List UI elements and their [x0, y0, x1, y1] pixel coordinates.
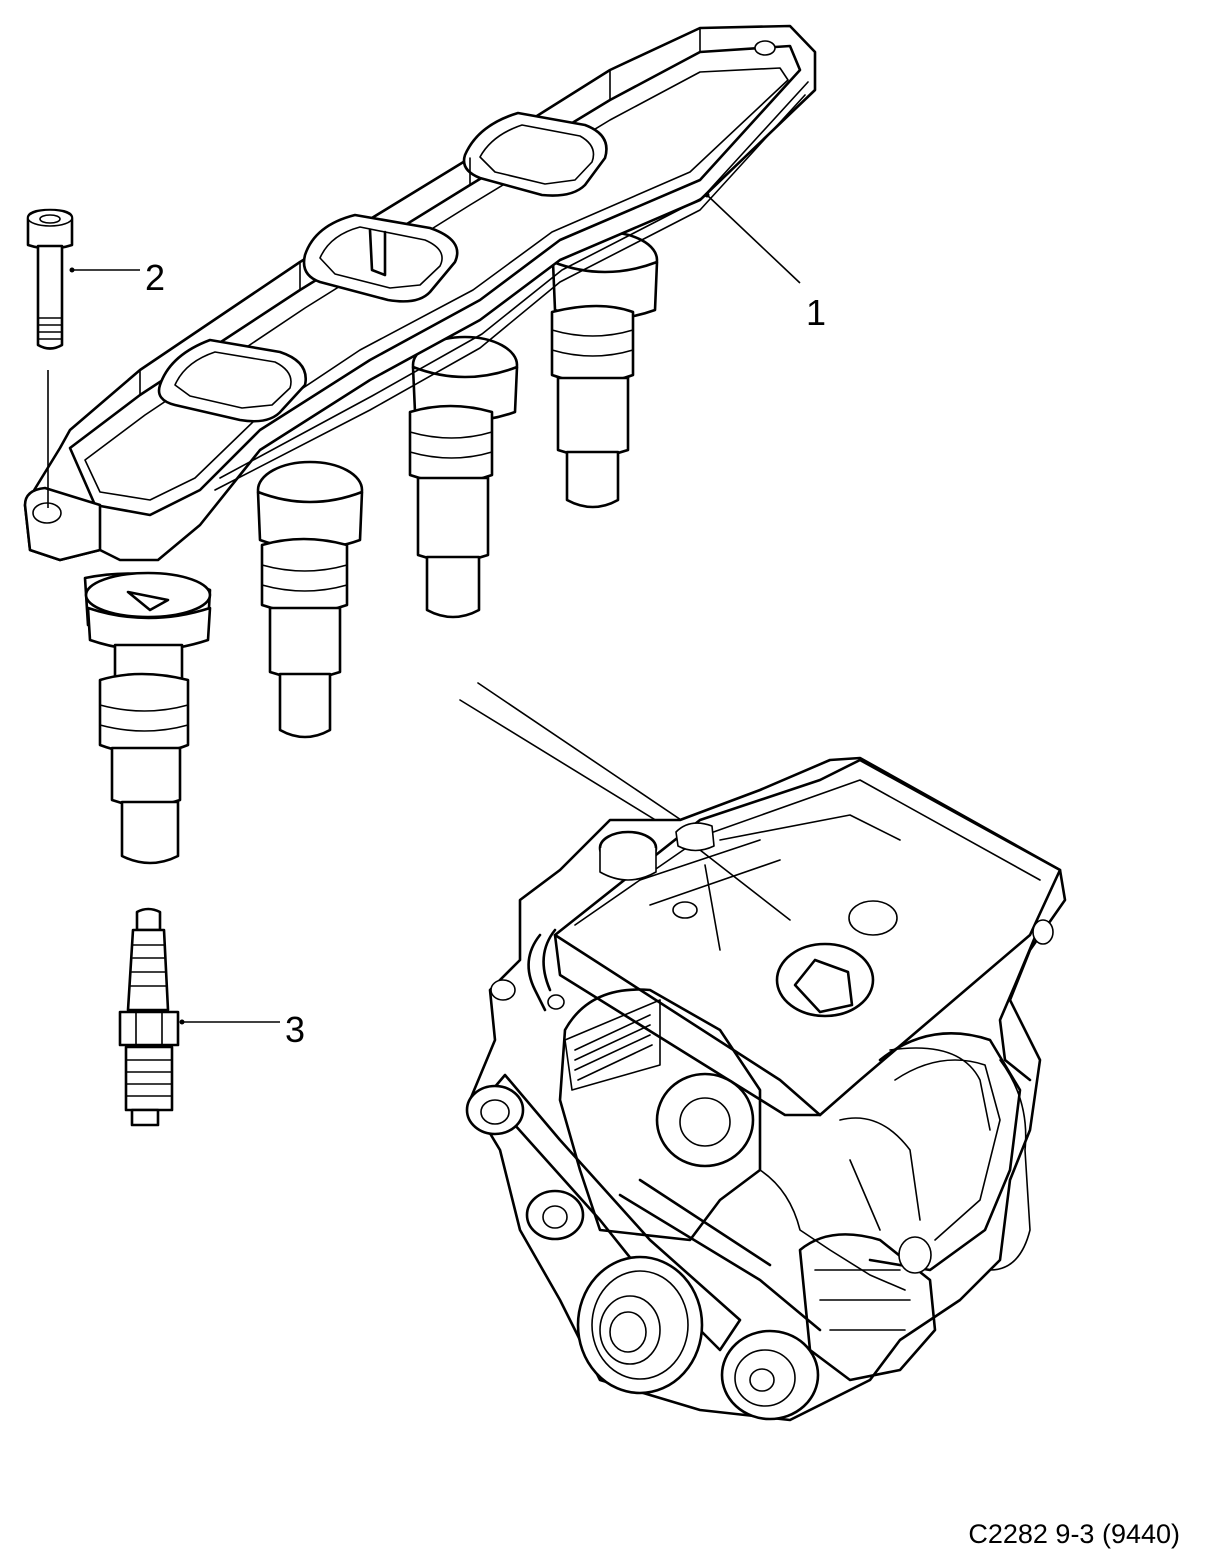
ignition-coil-cassette — [23, 24, 817, 865]
engine-overview — [459, 682, 1067, 1422]
callout-2-label: 2 — [145, 257, 165, 298]
mounting-bolt — [26, 208, 74, 508]
callout-1: 1 — [704, 192, 826, 333]
callout-3: 3 — [179, 1009, 305, 1050]
coil-tower-3 — [408, 335, 519, 619]
coil-rail-body — [23, 24, 817, 562]
callout-2: 2 — [69, 257, 165, 298]
coil-tower-1 — [83, 571, 212, 865]
spark-plug — [118, 907, 180, 1127]
callout-3-label: 3 — [285, 1009, 305, 1050]
callout-1-label: 1 — [806, 292, 826, 333]
coil-tower-4 — [550, 230, 659, 509]
coil-tower-2 — [256, 460, 364, 739]
figure-caption: C2282 9-3 (9440) — [968, 1519, 1180, 1549]
